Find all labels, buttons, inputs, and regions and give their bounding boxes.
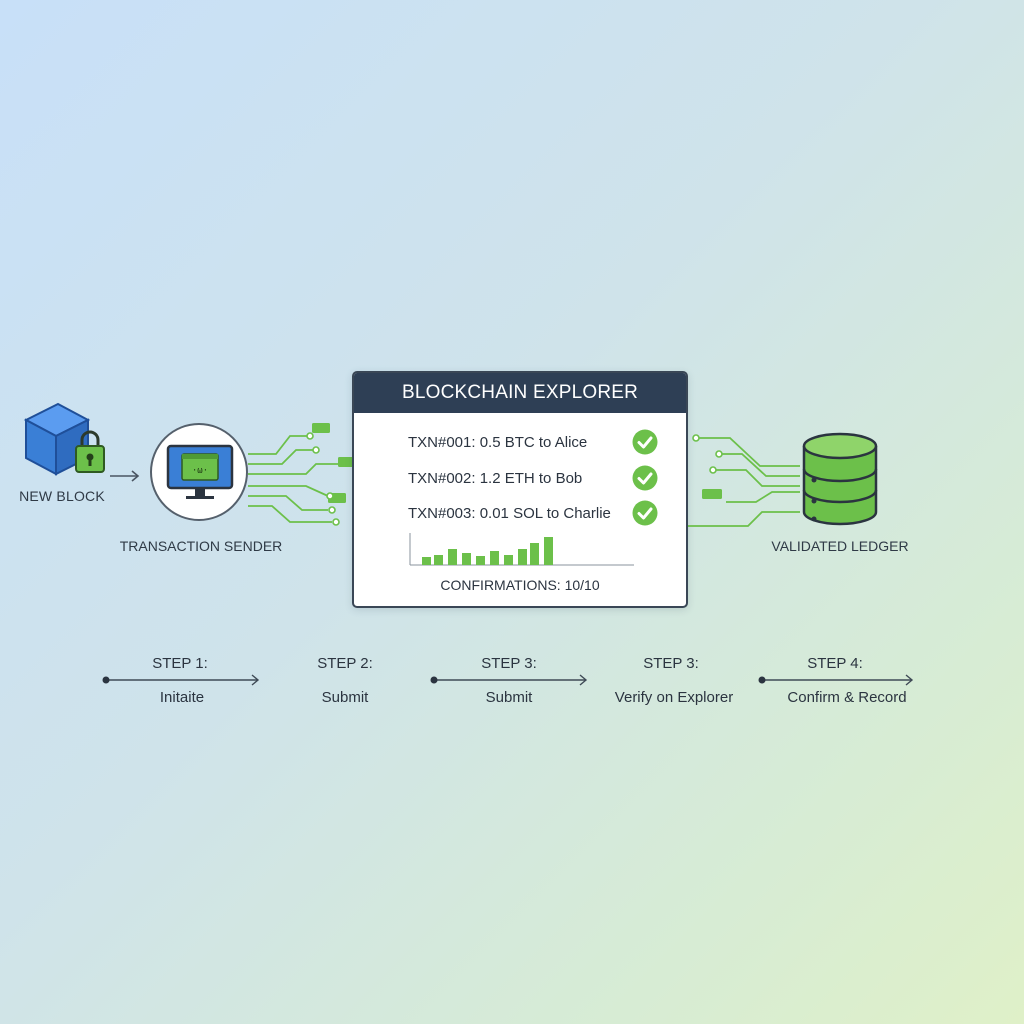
new-block-label: NEW BLOCK bbox=[19, 488, 105, 504]
check-icon bbox=[632, 500, 658, 526]
circuit-lines-left bbox=[248, 423, 380, 526]
database-icon bbox=[802, 432, 878, 526]
step-description: Submit bbox=[321, 689, 369, 706]
step-title: STEP 4: bbox=[807, 655, 863, 672]
chart-bar bbox=[422, 557, 431, 565]
chart-bar bbox=[476, 556, 485, 565]
chart-bar bbox=[504, 555, 513, 565]
circuit-lines-right bbox=[688, 434, 800, 527]
transaction-row[interactable]: TXN#003: 0.01 SOL to Charlie bbox=[408, 498, 658, 528]
chart-bar bbox=[518, 549, 527, 565]
confirmations-status: CONFIRMATIONS: 10/10 bbox=[440, 577, 600, 593]
step-title: STEP 2: bbox=[317, 655, 373, 672]
check-icon bbox=[632, 465, 658, 491]
svg-text:·ω·: ·ω· bbox=[192, 466, 208, 476]
validated-ledger-label: VALIDATED LEDGER bbox=[771, 538, 909, 554]
chart-bar bbox=[530, 543, 539, 565]
transaction-sender-label: TRANSACTION SENDER bbox=[119, 538, 283, 554]
monitor-icon: ·ω· bbox=[166, 444, 234, 499]
transaction-text: TXN#001: 0.5 BTC to Alice bbox=[408, 433, 588, 451]
transaction-row[interactable]: TXN#001: 0.5 BTC to Alice bbox=[408, 427, 658, 457]
chart-bar bbox=[544, 537, 553, 565]
check-icon bbox=[632, 429, 658, 455]
arrow-right-icon bbox=[110, 470, 140, 482]
chart-bar bbox=[448, 549, 457, 565]
steps-timeline bbox=[102, 674, 914, 686]
step-title: STEP 3: bbox=[643, 655, 699, 672]
chart-bar bbox=[490, 551, 499, 565]
step-description: Submit bbox=[485, 689, 533, 706]
transaction-row[interactable]: TXN#002: 1.2 ETH to Bob bbox=[408, 463, 658, 493]
explorer-title: BLOCKCHAIN EXPLORER bbox=[354, 373, 686, 413]
step-description: Confirm & Record bbox=[787, 689, 907, 706]
step-description: Verify on Explorer bbox=[614, 689, 734, 706]
cube-lock-icon bbox=[23, 402, 105, 476]
chart-bar bbox=[434, 555, 443, 565]
step-title: STEP 1: bbox=[152, 655, 208, 672]
blockchain-explorer-window: BLOCKCHAIN EXPLORER TXN#001: 0.5 BTC to … bbox=[352, 371, 688, 608]
step-title: STEP 3: bbox=[481, 655, 537, 672]
confirmation-bar-chart bbox=[409, 533, 634, 566]
transaction-text: TXN#003: 0.01 SOL to Charlie bbox=[408, 504, 611, 522]
step-description: Initaite bbox=[159, 689, 205, 706]
transaction-text: TXN#002: 1.2 ETH to Bob bbox=[408, 469, 583, 487]
chart-bar bbox=[462, 553, 471, 565]
